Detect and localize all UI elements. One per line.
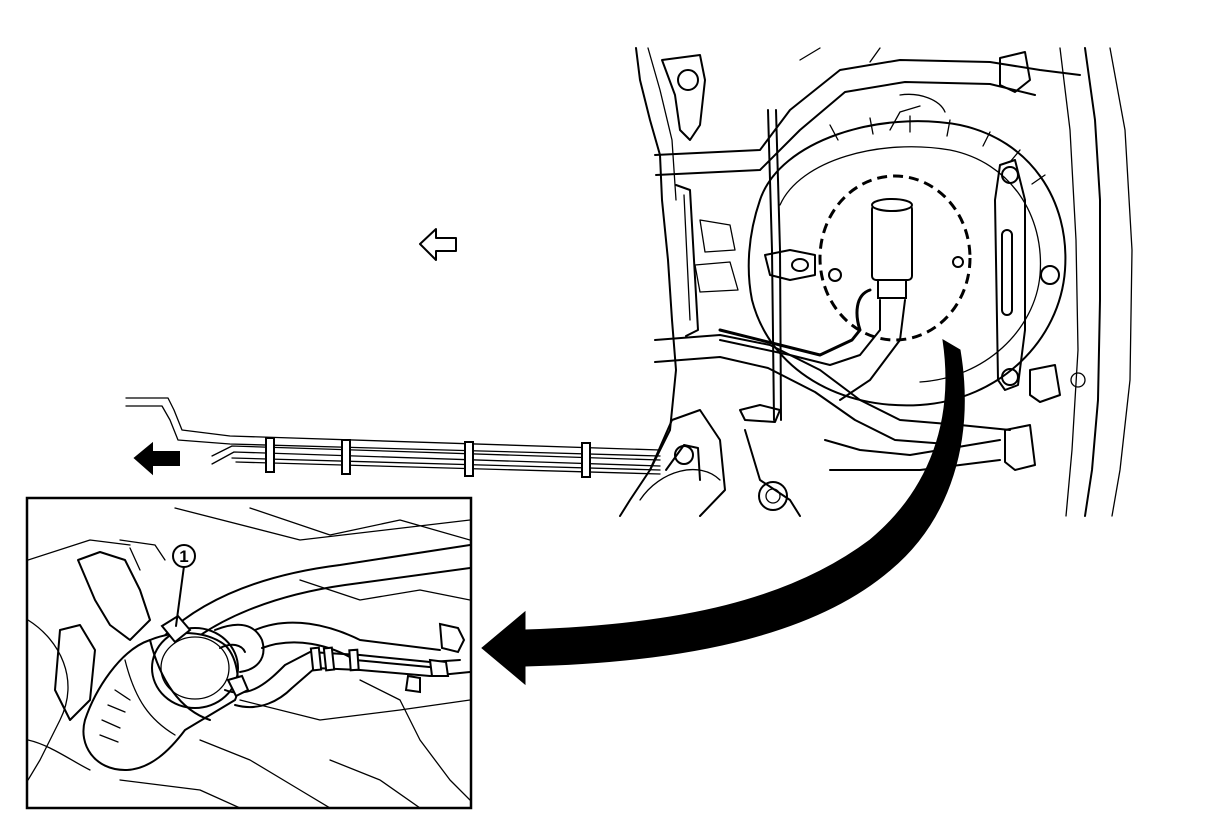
callout-label-1: 1 [179,547,188,566]
solid-arrow-left-icon [133,441,180,476]
fuel-lines [125,397,661,478]
detail-frame [25,496,473,810]
detail-area-marker [818,174,972,342]
detail-inset: 1 [25,496,473,810]
line-clamp [341,439,351,475]
line-clamp [265,437,275,473]
line-clamp [581,442,591,478]
outline-arrow-left-icon [419,228,457,261]
callout-circle [172,544,196,568]
line-clamp [464,441,474,477]
curved-arrow-icon [481,339,965,686]
vehicle-underbody [619,47,1133,517]
